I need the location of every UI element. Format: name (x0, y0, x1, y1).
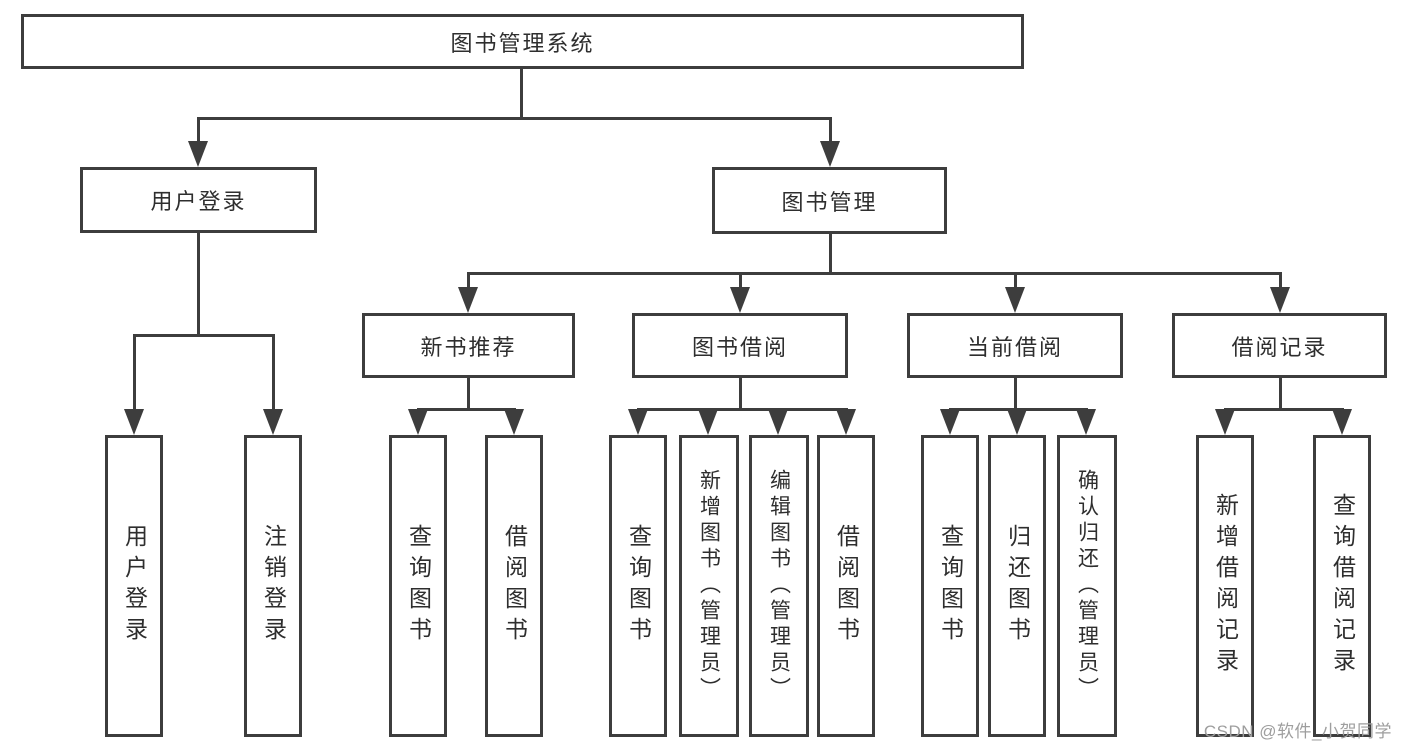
connector-line (417, 408, 516, 411)
leaf-add-borrow-record: 新增借阅记录 (1196, 435, 1254, 737)
connector-line (1279, 272, 1282, 290)
node-book-borrowing: 图书借阅 (632, 313, 848, 378)
node-current-borrowing: 当前借阅 (907, 313, 1123, 378)
connector-line (133, 334, 136, 409)
connector-line (520, 69, 523, 117)
connector-line (1014, 378, 1017, 408)
leaf-user-login-label: 用户登录 (121, 524, 148, 648)
connector-line (272, 334, 275, 409)
leaf-confirm-return-admin-label: 确认归还（管理员） (1075, 469, 1099, 703)
node-new-book-recommend: 新书推荐 (362, 313, 575, 378)
node-current-borrowing-label: 当前借阅 (966, 334, 1063, 360)
arrow-down-icon (1270, 287, 1290, 313)
connector-line (1224, 408, 1344, 411)
connector-line (829, 234, 832, 272)
leaf-logout-label: 注销登录 (260, 524, 287, 648)
connector-line (133, 334, 275, 337)
connector-line (197, 117, 200, 145)
leaf-query-books-current: 查询图书 (921, 435, 979, 737)
node-book-management: 图书管理 (712, 167, 947, 234)
arrow-down-icon (730, 287, 750, 313)
node-new-book-recommend-label: 新书推荐 (420, 334, 517, 360)
leaf-return-books-label: 归还图书 (1004, 524, 1031, 648)
arrow-down-icon (458, 287, 478, 313)
leaf-add-books-admin: 新增图书（管理员） (679, 435, 739, 737)
leaf-confirm-return-admin: 确认归还（管理员） (1057, 435, 1117, 737)
connector-line (829, 117, 832, 145)
arrow-down-icon (1005, 287, 1025, 313)
leaf-edit-books-admin-label: 编辑图书（管理员） (767, 469, 791, 703)
arrow-down-icon (628, 409, 648, 435)
connector-line (739, 378, 742, 408)
arrow-down-icon (504, 409, 524, 435)
connector-line (467, 272, 1281, 275)
arrow-down-icon (263, 409, 283, 435)
node-borrowing-records: 借阅记录 (1172, 313, 1387, 378)
leaf-query-books-current-label: 查询图书 (937, 524, 964, 648)
node-user-login-label: 用户登录 (150, 189, 247, 214)
node-borrowing-records-label: 借阅记录 (1231, 334, 1328, 360)
leaf-borrow-books-borrowing: 借阅图书 (817, 435, 875, 737)
arrow-down-icon (940, 409, 960, 435)
arrow-down-icon (1076, 409, 1096, 435)
arrow-down-icon (124, 409, 144, 435)
leaf-query-books-recommend: 查询图书 (389, 435, 447, 737)
arrow-down-icon (1332, 409, 1352, 435)
leaf-return-books: 归还图书 (988, 435, 1046, 737)
leaf-borrow-books-recommend: 借阅图书 (485, 435, 543, 737)
arrow-down-icon (836, 409, 856, 435)
leaf-edit-books-admin: 编辑图书（管理员） (749, 435, 809, 737)
arrow-down-icon (188, 141, 208, 167)
node-root: 图书管理系统 (21, 14, 1024, 69)
leaf-query-books-borrowing: 查询图书 (609, 435, 667, 737)
leaf-add-borrow-record-label: 新增借阅记录 (1212, 493, 1239, 679)
connector-line (197, 117, 831, 120)
leaf-query-books-recommend-label: 查询图书 (405, 524, 432, 648)
leaf-borrow-books-recommend-label: 借阅图书 (501, 524, 528, 648)
arrow-down-icon (768, 409, 788, 435)
arrow-down-icon (1215, 409, 1235, 435)
connector-line (467, 378, 470, 408)
connector-line (197, 233, 200, 334)
connector-line (739, 272, 742, 290)
leaf-borrow-books-borrowing-label: 借阅图书 (833, 524, 860, 648)
csdn-watermark: CSDN @软件_小贺同学 (1203, 722, 1392, 741)
connector-line (637, 408, 848, 411)
leaf-query-books-borrowing-label: 查询图书 (625, 524, 652, 648)
arrow-down-icon (698, 409, 718, 435)
leaf-add-books-admin-label: 新增图书（管理员） (697, 469, 721, 703)
connector-line (1014, 272, 1017, 290)
node-book-management-label: 图书管理 (781, 189, 878, 215)
leaf-query-borrow-record: 查询借阅记录 (1313, 435, 1371, 737)
connector-line (467, 272, 470, 290)
arrow-down-icon (1007, 409, 1027, 435)
arrow-down-icon (408, 409, 428, 435)
leaf-logout: 注销登录 (244, 435, 302, 737)
node-book-borrowing-label: 图书借阅 (691, 334, 788, 360)
arrow-down-icon (820, 141, 840, 167)
node-user-login: 用户登录 (80, 167, 317, 233)
leaf-query-borrow-record-label: 查询借阅记录 (1329, 493, 1356, 679)
node-root-label: 图书管理系统 (450, 30, 595, 56)
leaf-user-login: 用户登录 (105, 435, 163, 737)
connector-line (1279, 378, 1282, 408)
